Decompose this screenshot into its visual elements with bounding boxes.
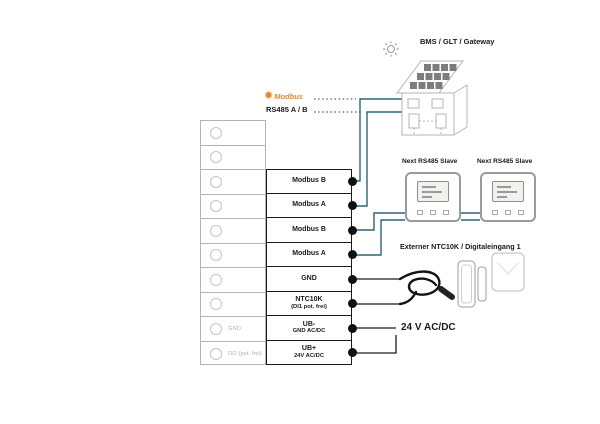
door-contact-illustration: [457, 260, 487, 308]
terminal-sublabel: (DI1 pot. frei): [291, 303, 327, 310]
thermostat-screen: [417, 181, 449, 202]
ntc-probe-illustration: [398, 270, 455, 306]
terminal-row: [201, 244, 265, 268]
house-window: [407, 98, 420, 109]
thermostat-screen: [492, 181, 524, 202]
terminal-row: [201, 121, 265, 146]
bms-gateway-label: BMS / GLT / Gateway: [420, 37, 495, 46]
terminal-label: Modbus A: [292, 250, 326, 258]
house-wiring-dashed: [413, 120, 442, 135]
wire-modbus-a-bms: [352, 111, 402, 207]
terminal-row: DI2 (pot. frei): [201, 342, 265, 367]
thermostat-button: [417, 210, 423, 215]
modbus-logo: ✹ Modbus: [264, 91, 303, 102]
terminal-circle: [210, 322, 222, 335]
thermostat-buttons: [492, 210, 524, 215]
terminal-sublabel: 24V AC/DC: [293, 352, 325, 359]
terminal-label-box: GND: [266, 267, 352, 292]
terminal-dot: [348, 176, 357, 186]
terminal-dot: [348, 348, 357, 358]
solar-panel-icon: [410, 64, 457, 89]
terminal-label: UB+: [301, 345, 317, 353]
sensor-label: Externer NTC10K / Digitaleingang 1: [400, 242, 521, 251]
thermostat-button: [443, 210, 449, 215]
slave1-label: Next RS485 Slave: [402, 158, 458, 165]
terminal-circle: [210, 249, 222, 262]
thermostat-button: [518, 210, 524, 215]
wire-modbus-a-slave: [356, 219, 405, 256]
terminal-label: Modbus B: [292, 225, 326, 233]
house-window: [431, 98, 444, 109]
terminal-row: [201, 146, 265, 170]
power-label: 24 V AC/DC: [401, 322, 456, 333]
terminal-circle: [210, 175, 222, 188]
terminal-dot: [348, 201, 357, 211]
wire-ub-plus: [356, 335, 397, 354]
terminal-circle: [210, 298, 222, 311]
terminal-circle: [210, 224, 222, 237]
terminal-circle: [210, 126, 222, 139]
terminal-row: [201, 219, 265, 244]
slave2-label: Next RS485 Slave: [477, 158, 533, 165]
terminal-label-box: NTC10K (DI1 pot. frei): [266, 291, 352, 316]
terminal-circle: [210, 151, 222, 164]
terminal-left-label: GND: [228, 325, 241, 332]
modbus-logo-text: Modbus: [274, 92, 303, 101]
rs485-label: RS485 A / B: [266, 105, 308, 114]
wall-sensor-illustration: [491, 252, 525, 292]
terminal-row: [201, 170, 265, 195]
terminal-dot: [348, 250, 357, 260]
thermostat-buttons: [417, 210, 449, 215]
thermostat-button: [505, 210, 511, 215]
terminal-label-box: Modbus B: [266, 169, 352, 194]
terminal-label: NTC10K: [295, 296, 323, 304]
terminal-circle: [210, 347, 222, 360]
terminal-circle: [210, 273, 222, 286]
terminal-label: GND: [301, 274, 317, 282]
house-side: [453, 84, 468, 136]
terminal-label: Modbus A: [292, 201, 326, 209]
terminal-dot: [348, 274, 357, 284]
terminal-label-column: Modbus B Modbus A Modbus B Modbus A GND …: [266, 169, 352, 365]
terminal-label-box: UB- GND AC/DC: [266, 316, 352, 341]
terminal-label: UB-: [302, 320, 316, 328]
terminal-left-label: DI2 (pot. frei): [228, 350, 262, 357]
terminal-block: GND DI2 (pot. frei): [200, 120, 266, 365]
terminal-label: Modbus B: [292, 177, 326, 185]
terminal-sublabel: GND AC/DC: [292, 328, 326, 335]
terminal-label-box: UB+ 24V AC/DC: [266, 340, 352, 365]
terminal-dot: [348, 299, 357, 309]
terminal-label-box: Modbus A: [266, 193, 352, 218]
terminal-row: [201, 195, 265, 219]
terminal-circle: [210, 200, 222, 213]
terminal-label-box: Modbus A: [266, 242, 352, 267]
terminal-dot: [348, 225, 357, 235]
terminal-row: GND: [201, 317, 265, 342]
sun-icon: [383, 41, 399, 57]
house-illustration: [383, 41, 468, 136]
terminal-label-box: Modbus B: [266, 218, 352, 243]
wire-modbus-b-slave: [356, 212, 405, 231]
terminal-row: [201, 293, 265, 317]
rs485-slave-device-2: [480, 172, 536, 222]
terminal-dot: [348, 323, 357, 333]
modbus-star-icon: ✹: [264, 90, 274, 102]
thermostat-button: [430, 210, 436, 215]
terminal-row: [201, 268, 265, 293]
rs485-slave-device-1: [405, 172, 461, 222]
thermostat-button: [492, 210, 498, 215]
